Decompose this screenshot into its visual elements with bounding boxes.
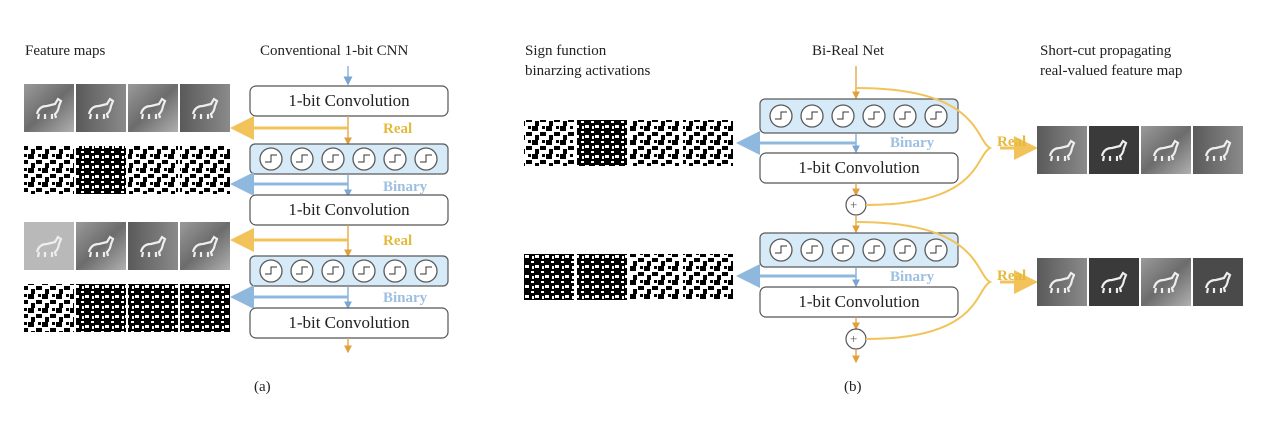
binary-label-2: Binary [383,289,427,307]
binary-maps-b2 [524,254,733,300]
conv-label-b1: 1-bit Convolution [760,159,958,177]
real-maps-b2 [1037,258,1243,306]
add-symbol-2: + [850,330,857,348]
feature-maps-binary-1 [24,146,230,194]
caption-b: (b) [844,378,862,396]
real-label-b1: Real [997,133,1026,151]
binary-label-1: Binary [383,178,427,196]
feature-maps-real-1 [24,84,230,132]
panel-a-title: Conventional 1-bit CNN [260,42,408,60]
conv-label-3: 1-bit Convolution [250,314,448,332]
real-maps-b1 [1037,126,1243,174]
panel-b [524,66,1243,362]
feature-maps-binary-2 [24,284,230,332]
conv-label-1: 1-bit Convolution [250,92,448,110]
feature-maps-real-2 [24,222,230,270]
add-symbol-1: + [850,196,857,214]
shortcut-label-line1: Short-cut propagating [1040,42,1171,60]
panel-b-title: Bi-Real Net [812,42,884,60]
sign-label-line2: binarzing activations [525,62,650,80]
caption-a: (a) [254,378,271,396]
binary-label-b2: Binary [890,268,934,286]
shortcut-label-line2: real-valued feature map [1040,62,1182,80]
binary-label-b1: Binary [890,134,934,152]
real-label-1: Real [383,120,412,138]
sign-label-line1: Sign function [525,42,606,60]
real-label-2: Real [383,232,412,250]
feature-maps-label: Feature maps [25,42,105,60]
binary-maps-b1 [524,120,733,166]
real-label-b2: Real [997,267,1026,285]
conv-label-2: 1-bit Convolution [250,201,448,219]
conv-label-b2: 1-bit Convolution [760,293,958,311]
